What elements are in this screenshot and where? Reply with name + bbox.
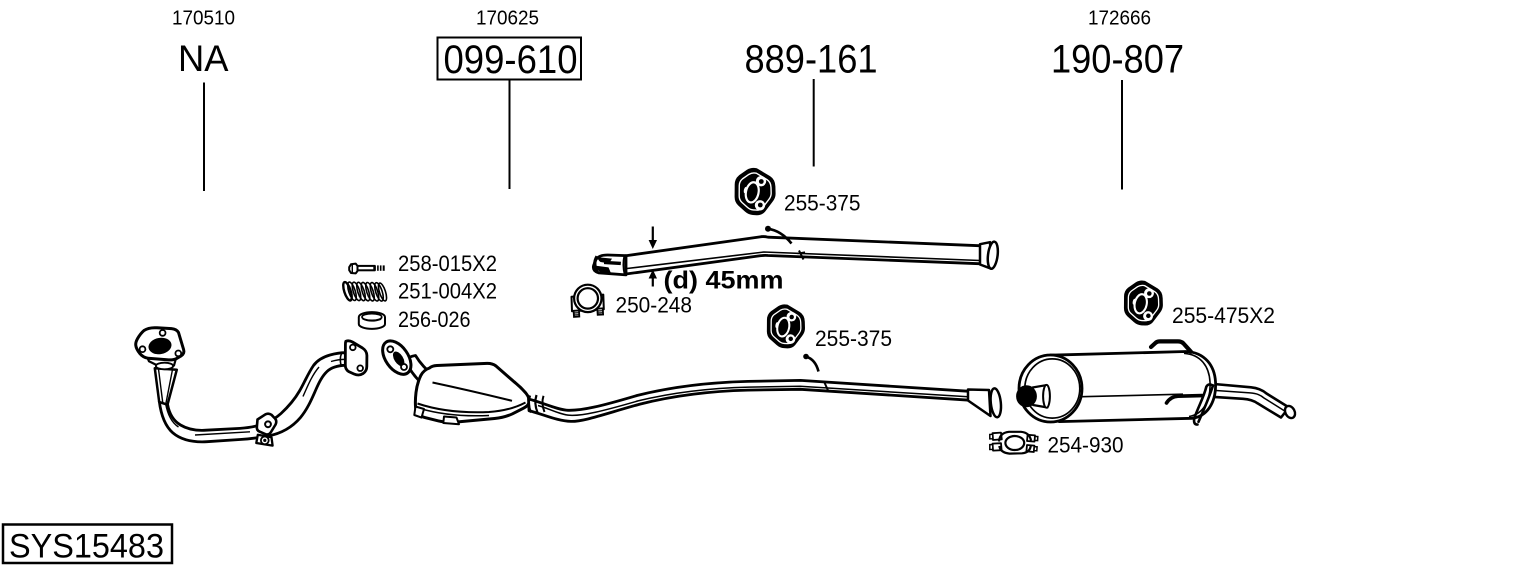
svg-text:190-807: 190-807 — [1051, 38, 1184, 82]
svg-text:255-375: 255-375 — [815, 326, 892, 351]
svg-text:170510: 170510 — [172, 8, 235, 30]
svg-text:254-930: 254-930 — [1048, 433, 1124, 458]
svg-text:255-375: 255-375 — [784, 191, 861, 216]
svg-text:256-026: 256-026 — [398, 307, 471, 332]
svg-text:250-248: 250-248 — [616, 293, 693, 318]
svg-text:255-475X2: 255-475X2 — [1172, 303, 1275, 328]
svg-text:NA: NA — [178, 37, 229, 79]
svg-text:172666: 172666 — [1088, 8, 1151, 30]
svg-text:(d) 45mm: (d) 45mm — [664, 267, 784, 295]
svg-text:SYS15483: SYS15483 — [9, 528, 164, 566]
svg-text:258-015X2: 258-015X2 — [398, 251, 497, 276]
svg-text:251-004X2: 251-004X2 — [398, 279, 497, 304]
svg-text:099-610: 099-610 — [444, 38, 578, 82]
svg-text:170625: 170625 — [476, 8, 539, 30]
svg-text:889-161: 889-161 — [745, 38, 878, 82]
